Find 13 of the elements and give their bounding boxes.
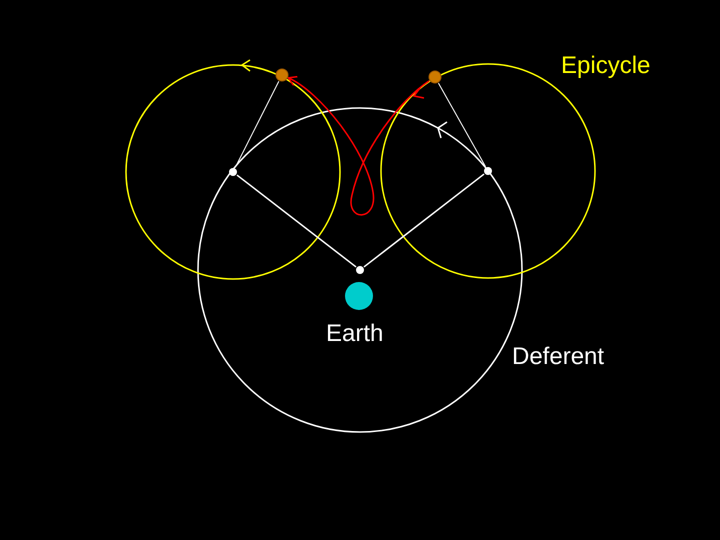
- planet-dot: [428, 70, 442, 84]
- deferent-label: Deferent: [512, 343, 604, 371]
- planet-dot: [276, 68, 288, 82]
- radius-line: [234, 80, 280, 168]
- center-dot: [484, 167, 492, 175]
- epicycle-label: Epicycle: [561, 52, 650, 80]
- center-dot: [229, 168, 237, 176]
- radius-line: [236, 174, 356, 268]
- retrograde-loop-path: [288, 76, 430, 216]
- center-dot: [356, 266, 364, 274]
- radius-line: [364, 173, 484, 268]
- earth-label: Earth: [326, 320, 384, 348]
- radius-line: [438, 82, 486, 168]
